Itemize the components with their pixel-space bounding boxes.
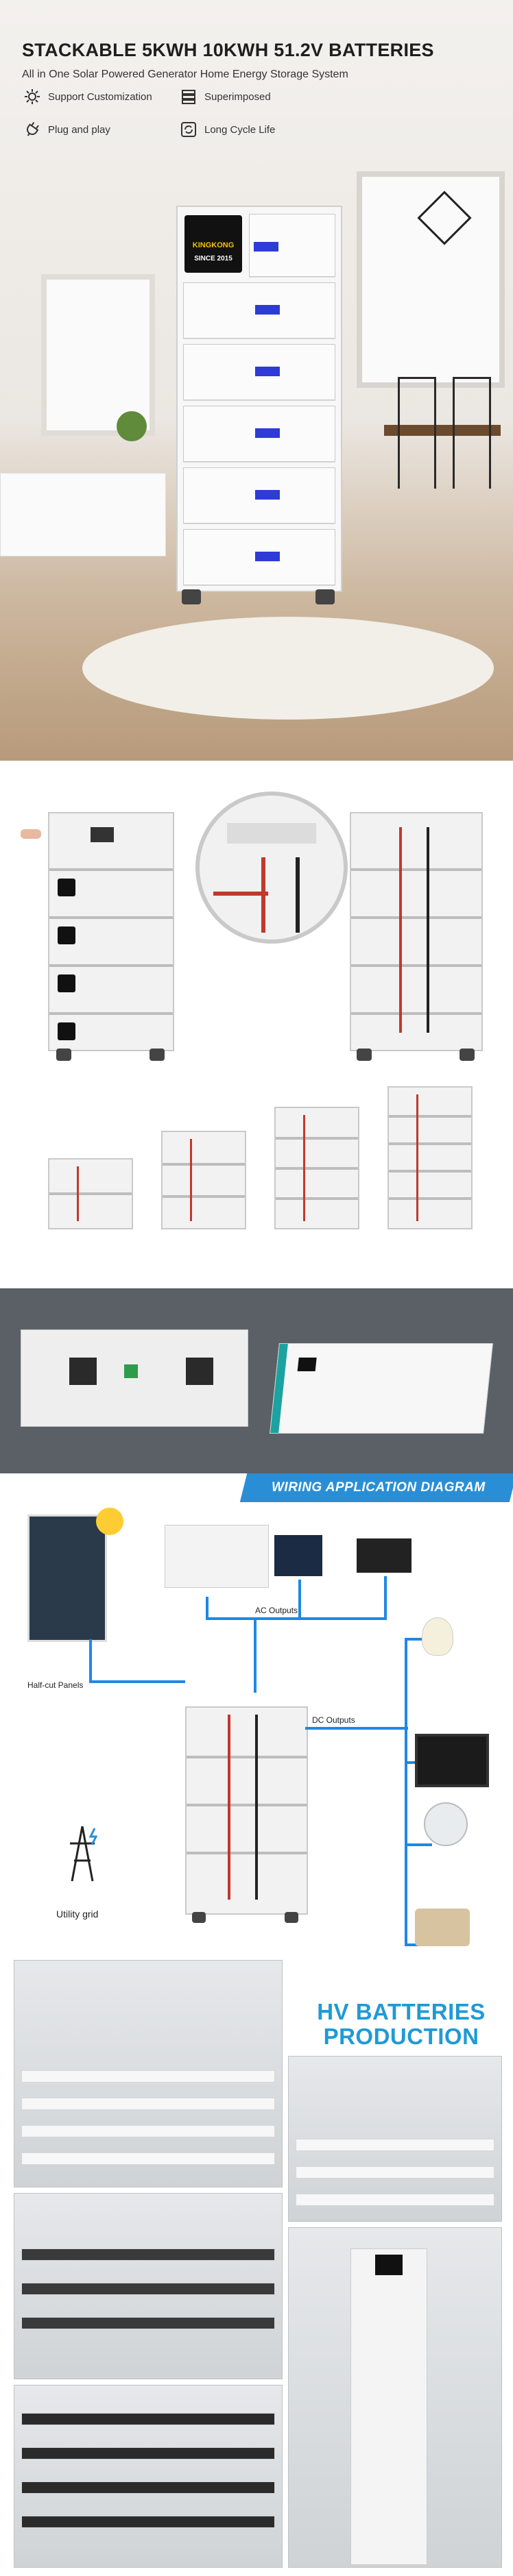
laptop-icon [357,1538,411,1573]
factory-photo [288,2227,502,2568]
brand-logo: KINGKONG SINCE 2015 [184,215,242,273]
product-detail-section [0,774,513,1254]
battery-cabinet-front [48,812,174,1051]
battery-module [183,467,335,524]
module-angle-view [270,1343,493,1434]
feature-label: Superimposed [204,90,271,103]
cycle-icon [180,121,198,138]
wiring-banner: WIRING APPLICATION DIAGRAM [239,1473,513,1502]
tv-icon [415,1734,489,1787]
feature-long-cycle-life: Long Cycle Life [180,121,275,138]
feature-label: Long Cycle Life [204,123,276,136]
plug-icon [23,121,41,138]
brand-logo [58,879,75,896]
stack-config-5 [387,1086,473,1229]
desktop-computer-icon [274,1535,322,1576]
utility-grid-label: Utility grid [56,1909,99,1919]
stack-config-3 [161,1131,246,1229]
factory-photo [14,2385,283,2568]
chair [398,377,436,489]
stack-config-4 [274,1107,359,1229]
feature-superimposed: Superimposed [180,88,271,106]
display-screen [91,827,114,842]
module-terminal-panel [21,1329,248,1427]
stack-icon [180,88,198,106]
caster-wheel [357,1048,372,1061]
hero-title: STACKABLE 5KWH 10KWH 51.2V BATTERIES [22,40,434,60]
battery-module [249,214,335,277]
caster-wheel [150,1048,165,1061]
caster-wheel [56,1048,71,1061]
window-frame [41,274,155,436]
brand-name: KINGKONG [192,241,235,249]
sun-icon [96,1508,123,1535]
caster-wheel [460,1048,475,1061]
feature-plug-and-play: Plug and play [23,121,110,138]
brand-tagline: SINCE 2015 [194,255,232,262]
feature-support-customization: Support Customization [23,88,152,106]
side-cabinet [0,473,166,556]
dc-outputs-label: DC Outputs [312,1715,355,1725]
rug [82,617,494,720]
feature-label: Plug and play [48,123,110,136]
caster-wheel [192,1912,206,1923]
caster-wheel [285,1912,298,1923]
factory-photo [14,2193,283,2379]
battery-module [183,344,335,400]
battery-module [183,529,335,585]
dining-table [384,425,501,436]
caster-wheel [315,589,335,604]
rice-cooker-icon [415,1909,470,1946]
solar-panel [27,1514,107,1642]
light-bulb-icon [422,1617,453,1656]
fan-icon [424,1802,468,1846]
brand-logo [58,1022,75,1040]
factory-photo [288,2056,502,2222]
plant [117,411,147,441]
utility-tower-icon [62,1823,103,1885]
hand [21,829,41,839]
wiring-detail-zoom [195,792,348,944]
stack-config-2 [48,1158,133,1229]
production-title-line2: PRODUCTION [323,2024,479,2049]
battery-stack: KINGKONG SINCE 2015 [176,206,342,592]
home-appliances [165,1525,269,1588]
battery-cabinet-rear [350,812,483,1051]
tall-battery-stack [350,2248,427,2565]
ac-outputs-label: AC Outputs [255,1606,298,1615]
brand-logo [58,974,75,992]
battery-module [183,282,335,339]
brand-logo [58,927,75,944]
factory-photo [14,1960,283,2187]
battery-stack-diagram [185,1706,308,1915]
window-frame [357,171,505,388]
caster-wheel [182,589,201,604]
production-title: HV BATTERIES PRODUCTION [302,2000,501,2049]
panels-label: Half-cut Panels [27,1680,84,1690]
gear-icon [23,88,41,106]
module-closeup-section [0,1288,513,1473]
production-title-line1: HV BATTERIES [317,1999,486,2024]
feature-label: Support Customization [48,90,152,103]
battery-module [183,406,335,462]
hero-section: STACKABLE 5KWH 10KWH 51.2V BATTERIES All… [0,0,513,761]
hero-subtitle: All in One Solar Powered Generator Home … [22,69,348,80]
brand-logo [375,2255,403,2275]
chair [453,377,491,489]
